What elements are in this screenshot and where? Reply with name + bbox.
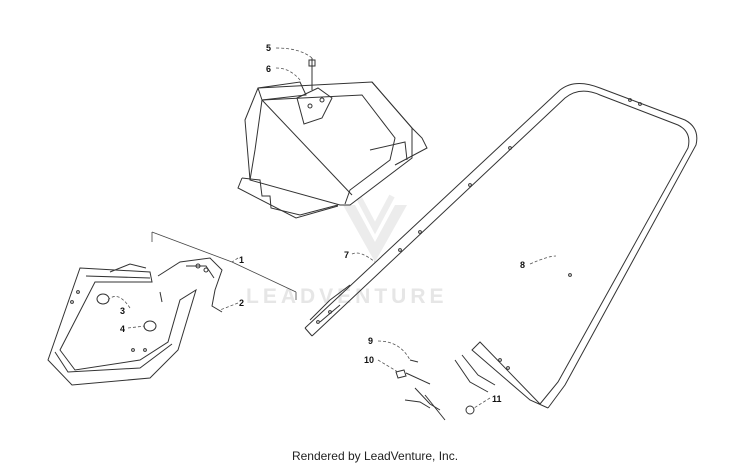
callout-5: 5 [266,43,271,53]
callout-9: 9 [368,336,373,346]
watermark-text: LEADVENTURE [246,285,448,308]
watermark: LEADVENTURE [246,194,448,308]
hardware-9-10-11 [395,359,475,421]
callout-3: 3 [120,306,125,316]
callout-6: 6 [266,64,271,74]
callout-4: 4 [120,324,125,334]
callout-11: 11 [492,394,502,404]
callout-1: 1 [239,255,244,265]
footer-credit: Rendered by LeadVenture, Inc. [291,449,459,463]
part-7-8-handle [304,83,698,409]
leader-lines [107,47,557,409]
callout-2: 2 [239,298,244,308]
part-1-bracket [151,231,297,300]
callout-7: 7 [344,250,349,260]
part-1-bumper [47,257,223,386]
watermark-logo-icon [343,205,407,262]
callout-10: 10 [364,355,374,365]
part-6-seat [237,58,428,219]
callout-8: 8 [520,260,525,270]
